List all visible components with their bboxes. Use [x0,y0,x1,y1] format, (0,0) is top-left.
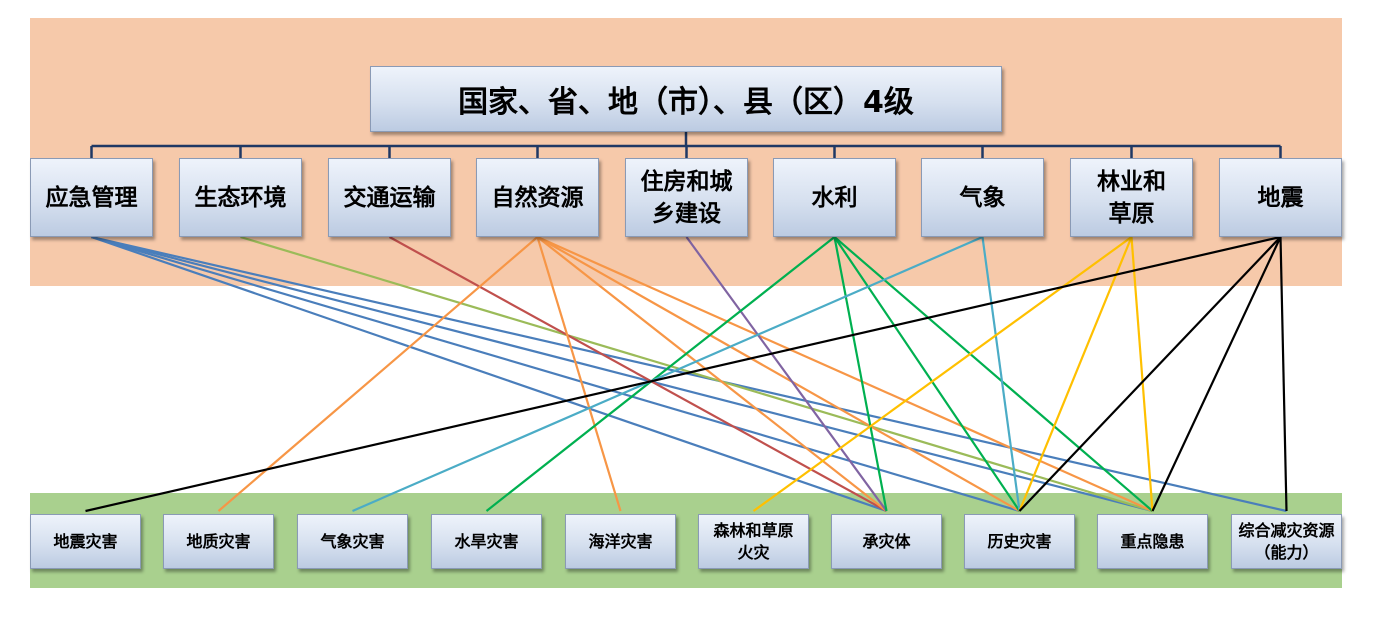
category-box-flood-drought-disaster: 水旱灾害 [431,514,542,569]
department-box-emergency: 应急管理 [30,158,153,237]
category-label: 海洋灾害 [588,531,653,551]
connection-line-natural-resources-to-historical-disaster [536,236,1021,512]
category-label: 综合减灾资源 （能力） [1238,520,1335,562]
connection-line-earthquake-to-disaster-reduction-resources [1279,236,1288,512]
department-box-natural-resources: 自然资源 [476,158,599,237]
department-box-transport: 交通运输 [328,158,451,237]
category-box-hazard-bearing-body: 承灾体 [831,514,942,569]
connection-lines [85,235,1288,513]
category-label: 地质灾害 [186,531,251,551]
connection-line-water-to-flood-drought-disaster [485,236,836,512]
connection-line-ecology-to-key-hazards [240,235,1153,513]
department-box-earthquake: 地震 [1219,158,1342,237]
department-label: 住房和城 乡建设 [640,168,733,227]
connection-line-meteorology-to-meteorological-disaster [352,235,983,513]
connection-line-forestry-to-historical-disaster [1018,236,1133,512]
category-box-geological-disaster: 地质灾害 [163,514,274,569]
connection-line-earthquake-to-earthquake-disaster [85,235,1281,513]
connection-line-emergency-to-disaster-reduction-resources [91,235,1287,513]
category-label: 地震灾害 [53,531,118,551]
connection-line-housing-to-hazard-bearing-body [685,236,888,512]
category-box-forest-grassland-fire: 森林和草原 火灾 [698,514,809,569]
category-box-meteorological-disaster: 气象灾害 [297,514,408,569]
connection-line-forestry-to-forest-grassland-fire [752,236,1133,512]
connection-line-transport-to-hazard-bearing-body [388,236,888,512]
connection-line-emergency-to-key-hazards [91,235,1153,513]
root-level-box: 国家、省、地（市）、县（区）4级 [370,66,1002,132]
category-box-historical-disaster: 历史灾害 [964,514,1075,569]
department-label: 地震 [1257,184,1304,211]
category-label: 森林和草原 火灾 [713,520,794,562]
root-label: 国家、省、地（市）、县（区）4级 [458,85,914,120]
connection-line-meteorology-to-historical-disaster [981,236,1021,512]
connection-line-natural-resources-to-hazard-bearing-body [536,236,888,512]
category-label: 水旱灾害 [454,531,519,551]
department-label: 自然资源 [491,184,584,211]
connection-line-earthquake-to-historical-disaster [1018,236,1282,512]
hierarchy-lines [90,132,1282,158]
department-label: 生态环境 [194,184,287,211]
department-label: 林业和 草原 [1097,168,1166,227]
connection-line-water-to-hazard-bearing-body [833,236,888,512]
connection-line-water-to-key-hazards [833,236,1154,512]
connection-line-natural-resources-to-marine-disaster [536,236,622,512]
category-box-earthquake-disaster: 地震灾害 [30,514,141,569]
connection-line-natural-resources-to-geological-disaster [217,236,539,512]
category-box-disaster-reduction-resources: 综合减灾资源 （能力） [1231,514,1342,569]
category-label: 承灾体 [862,531,911,551]
category-label: 历史灾害 [987,531,1052,551]
department-box-forestry: 林业和 草原 [1070,158,1193,237]
category-label: 重点隐患 [1120,531,1185,551]
department-box-water: 水利 [773,158,896,237]
category-box-marine-disaster: 海洋灾害 [565,514,676,569]
department-label: 应急管理 [45,184,138,211]
department-label: 水利 [811,184,858,211]
department-box-meteorology: 气象 [921,158,1044,237]
category-box-key-hazards: 重点隐患 [1097,514,1208,569]
department-label: 气象 [959,184,1006,211]
category-label: 气象灾害 [320,531,385,551]
connection-line-forestry-to-key-hazards [1130,236,1154,512]
connection-line-natural-resources-to-key-hazards [537,235,1153,513]
connection-line-emergency-to-hazard-bearing-body [91,235,887,513]
department-label: 交通运输 [343,184,436,211]
connection-line-earthquake-to-key-hazards [1151,236,1282,512]
department-box-housing: 住房和城 乡建设 [625,158,748,237]
connection-line-emergency-to-historical-disaster [91,235,1020,513]
department-box-ecology: 生态环境 [179,158,302,237]
connection-line-water-to-historical-disaster [833,236,1021,512]
